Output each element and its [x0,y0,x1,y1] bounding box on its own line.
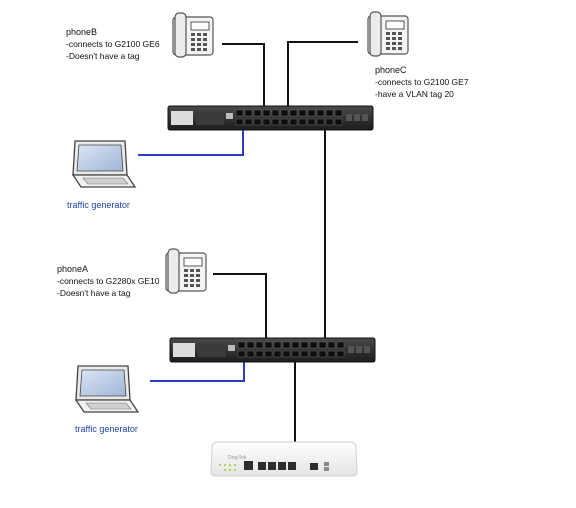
phone-b-icon [172,12,214,58]
router-brand-logo: DrayTek [228,455,247,461]
switch-g2280x-icon [169,337,376,363]
pc-bottom-label: traffic generator [75,424,138,434]
phone-b-label: phoneB -connects to G2100 GE6 -Doesn't h… [66,26,160,62]
cable-pc-bottom-to-switch-bottom [150,357,245,382]
phone-b-line-1: -connects to G2100 GE6 [66,39,160,49]
cable-phoneb-to-switch-top [222,43,265,110]
pc-top-label: traffic generator [67,200,130,210]
phone-c-label: phoneC -connects to G2100 GE7 -have a VL… [375,64,469,100]
phone-c-line-1: -connects to G2100 GE7 [375,77,469,87]
phone-a-icon [165,248,207,294]
phone-a-line-2: -Doesn't have a tag [57,288,131,298]
phone-c-name: phoneC [375,65,407,75]
cables [138,41,358,462]
phone-c-icon [367,11,409,57]
cable-phonec-to-switch-top [287,41,358,110]
phone-a-line-1: -connects to G2280x GE10 [57,276,160,286]
phone-b-name: phoneB [66,27,98,37]
laptop-top-icon [72,140,136,188]
phone-a-label: phoneA -connects to G2280x GE10 -Doesn't… [57,263,160,299]
phone-a-name: phoneA [57,264,89,274]
phone-c-line-2: -have a VLAN tag 20 [375,89,454,99]
router-icon: DrayTek [210,441,358,477]
phone-b-line-2: -Doesn't have a tag [66,51,140,61]
cable-phonea-to-switch-bottom [213,273,267,343]
switch-g2100-icon [167,105,374,131]
cable-pc-top-to-switch-top [138,120,244,156]
laptop-bottom-icon [75,365,139,413]
